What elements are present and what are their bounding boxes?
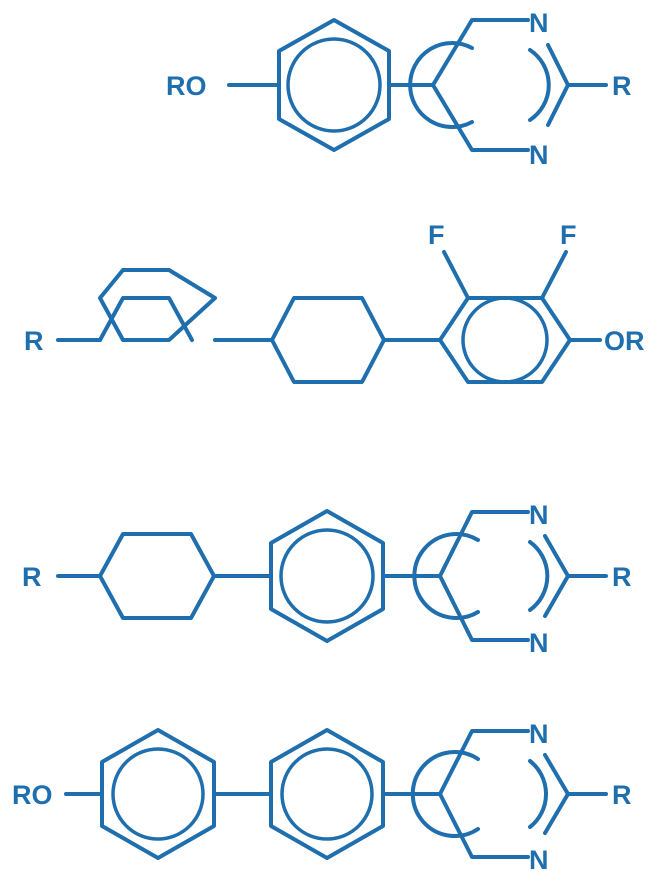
- label-n-top-1: N: [529, 8, 549, 38]
- label-ro-4: RO: [12, 780, 53, 810]
- aromatic-circle-3: [279, 528, 375, 624]
- phenyl-ring-1: [277, 18, 391, 152]
- pyrimidine-inner-arc-4: [410, 750, 480, 838]
- phenyl-ring-4a: [100, 728, 216, 860]
- label-f-left-2: F: [428, 220, 445, 250]
- molecule-3: R R N N: [22, 500, 632, 658]
- pyrimidine-inner-arc-3: [412, 532, 480, 620]
- difluorophenyl-ring-2: [438, 296, 572, 384]
- phenyl-ring-4b: [269, 728, 385, 860]
- fluorine-bond-left-2: [442, 250, 470, 300]
- label-r-left-3: R: [22, 562, 42, 592]
- label-f-right-2: F: [560, 220, 577, 250]
- pyrimidine-n-bond-3a: [543, 534, 570, 578]
- pyrimidine-ring-3: [438, 510, 530, 642]
- label-r-right-3: R: [612, 562, 632, 592]
- pyrimidine-inner-arc-3b: [528, 540, 550, 612]
- cyclohexane-ring-2a: [98, 268, 217, 342]
- label-n-bottom-3: N: [529, 628, 549, 658]
- label-n-top-4: N: [529, 719, 549, 749]
- aromatic-circle-4a: [111, 747, 205, 841]
- pyrimidine-n-bond-1a: [546, 43, 570, 87]
- phenyl-ring-3: [269, 509, 385, 643]
- pyrimidine-inner-arc-1b: [528, 48, 551, 122]
- label-r-4: R: [612, 780, 632, 810]
- label-n-bottom-1: N: [529, 140, 549, 170]
- aromatic-circle-4b: [280, 747, 374, 841]
- label-n-bottom-4: N: [529, 845, 549, 871]
- molecule-1: RO R N N: [166, 8, 632, 170]
- pyrimidine-n-bond-1b: [546, 83, 570, 127]
- pyrimidine-ring-4: [438, 729, 530, 859]
- label-r-1: R: [612, 71, 632, 101]
- label-n-top-3: N: [529, 500, 549, 530]
- molecule-2: R OR F F: [24, 220, 645, 384]
- pyrimidine-inner-arc-1: [408, 41, 474, 129]
- pyrimidine-ring-1: [431, 18, 530, 152]
- aromatic-circle-2: [461, 296, 549, 384]
- label-r-2: R: [24, 326, 44, 356]
- fluorine-bond-right-2: [540, 250, 568, 300]
- cyclohexane-ring-2b: [270, 296, 386, 384]
- label-or-2: OR: [604, 326, 645, 356]
- aromatic-circle-1: [286, 37, 382, 133]
- pyrimidine-inner-arc-4b: [528, 759, 548, 829]
- cyclohexane-ring-3: [98, 532, 216, 620]
- label-ro-1: RO: [166, 71, 207, 101]
- pyrimidine-n-bond-3b: [543, 574, 570, 618]
- pyrimidine-n-bond-4b: [543, 792, 570, 835]
- pyrimidine-n-bond-4a: [543, 753, 570, 796]
- cyclohexane-ring-2a-shape: [98, 296, 194, 342]
- molecule-4: RO R N N: [12, 719, 632, 871]
